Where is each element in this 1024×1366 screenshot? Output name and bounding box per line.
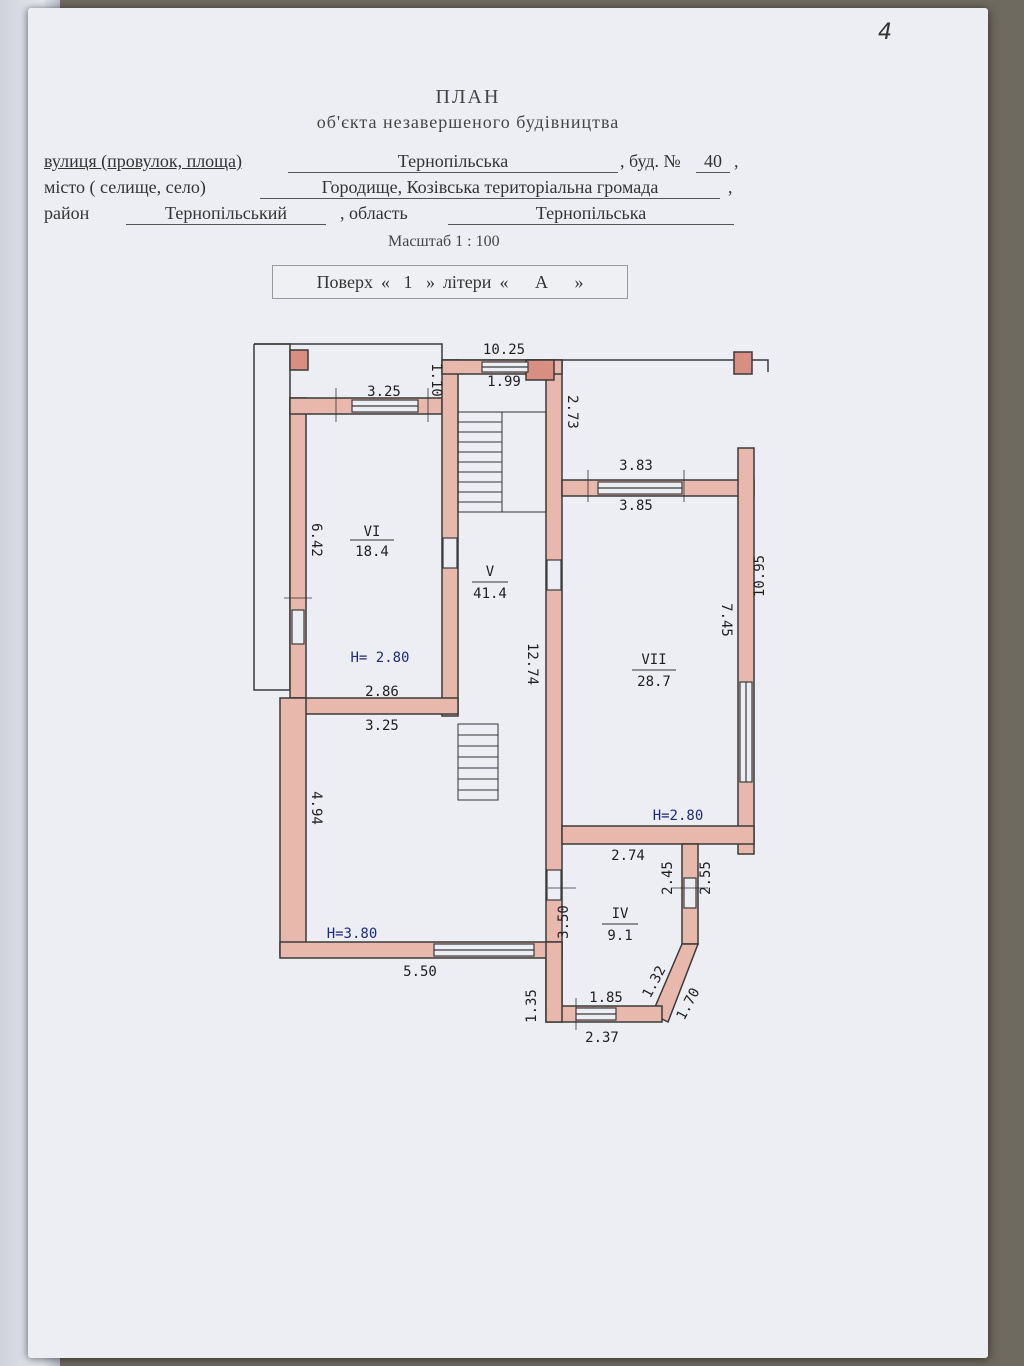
floor-number: 1 [403, 271, 413, 292]
wall-room6-left [289, 397, 307, 699]
dim-room4-side-inner: 2.45 [660, 861, 676, 895]
door-room7 [546, 559, 562, 591]
dim-room4-bottom-inner: 1.85 [589, 990, 623, 1006]
porch-outline [253, 343, 291, 691]
room7-area: 28.7 [637, 674, 671, 690]
dim-room4-side-outer: 2.55 [698, 861, 714, 895]
plan-title: ПЛАН [435, 86, 501, 108]
street-label: вулиця (провулок, площа) [44, 151, 243, 171]
stair-lower-outline [457, 723, 499, 801]
house-value: 40 [696, 151, 730, 173]
room4-area: 9.1 [607, 928, 632, 944]
room6-area: 18.4 [355, 544, 389, 560]
floor-label: Поверх [316, 271, 373, 292]
dimension-labels: 10.25 1.99 1.10 3.25 2.73 3.83 3.85 6.42… [308, 342, 768, 1046]
stairs-lower [457, 723, 499, 801]
room-labels: VI 18.4 Н= 2.80 V 41.4 VII 28.7 Н=2.80 I… [327, 524, 704, 944]
floor-open-quote: « [380, 271, 390, 292]
wall-room4-diagonal [651, 943, 700, 1024]
region-label: , область [340, 203, 408, 223]
wall-lower-left [279, 697, 307, 957]
district-value: Тернопільський [126, 203, 326, 225]
city-value: Городище, Козівська територіальна громад… [260, 177, 720, 199]
dim-hall-length: 12.74 [524, 643, 540, 685]
wall-room6-bottom [289, 697, 459, 715]
floor-box: Поверх « 1 » літери « А » [272, 265, 628, 299]
window-porch [291, 609, 305, 645]
dim-room7-top-inner: 3.85 [619, 498, 653, 514]
street-value: Тернопільська [288, 151, 618, 173]
floor-plan: 10.25 1.99 1.10 3.25 2.73 3.83 3.85 6.42… [253, 342, 769, 1046]
wall-room7-right [737, 447, 755, 855]
dim-room7-height: 7.45 [718, 603, 734, 637]
dim-room4-left: 3.50 [556, 905, 572, 939]
dim-bottom-width: 5.50 [403, 964, 437, 980]
wall-room7-bottom [561, 825, 755, 845]
column-top-left [289, 349, 309, 371]
comma-1: , [734, 151, 739, 171]
floor-close-quote: » [425, 271, 435, 292]
dim-room4-bottom-left: 1.35 [524, 989, 540, 1023]
walls [253, 343, 769, 1024]
dim-lower-room-top: 3.25 [365, 718, 399, 734]
wall-room4-left [545, 941, 563, 1023]
column-top-mid [525, 359, 555, 381]
page-number: 4 [878, 20, 892, 45]
room7-height: Н=2.80 [653, 808, 704, 824]
region-value: Тернопільська [448, 203, 734, 225]
dim-room6-height: 6.42 [308, 523, 324, 557]
door-room4 [546, 869, 562, 901]
district-label: район [44, 203, 90, 223]
dim-overall-top: 10.25 [483, 342, 525, 358]
lower-room-height: Н=3.80 [327, 926, 378, 942]
document-page: 4 ПЛАН об'єкта незавершеного будівництва… [28, 8, 988, 1358]
dim-room4-bottom-outer: 2.37 [585, 1030, 619, 1046]
comma-2: , [728, 177, 733, 197]
letter-open-quote: « [499, 271, 509, 292]
dim-room4-top: 2.74 [611, 848, 645, 864]
room6-height: Н= 2.80 [350, 650, 409, 666]
room6-id: VI [364, 524, 381, 540]
city-label-text: місто ( селище, село) [44, 177, 206, 197]
dimension-lines [284, 359, 708, 1030]
letter-label: літери [442, 271, 492, 292]
room5-area: 41.4 [473, 586, 507, 602]
door-room6 [442, 537, 458, 569]
plan-subtitle: об'єкта незавершеного будівництва [316, 112, 620, 132]
column-top-right [733, 351, 753, 375]
room7-id: VII [641, 652, 666, 668]
house-label: , буд. № [620, 151, 681, 171]
dim-right-top-wall: 2.73 [564, 395, 580, 429]
city-label: місто ( селище, село) [44, 177, 206, 198]
letter-close-quote: » [574, 271, 584, 292]
dim-left-top-wall: 1.10 [428, 363, 444, 397]
dim-room6-bottom: 2.86 [365, 684, 399, 700]
openings [291, 361, 753, 1021]
scale-label: Масштаб 1 : 100 [388, 233, 500, 250]
room5-id: V [486, 564, 495, 580]
window-room4-side [683, 877, 697, 909]
dim-lower-room-height: 4.94 [308, 791, 324, 825]
dim-stair-width: 1.99 [487, 374, 521, 390]
dim-room6-window: 3.25 [367, 384, 401, 400]
dim-room7-top-outer: 3.83 [619, 458, 653, 474]
dim-overall-right: 10.95 [752, 555, 768, 597]
letter-value: А [534, 271, 548, 292]
stairs-upper [457, 411, 547, 513]
room4-id: IV [612, 906, 629, 922]
